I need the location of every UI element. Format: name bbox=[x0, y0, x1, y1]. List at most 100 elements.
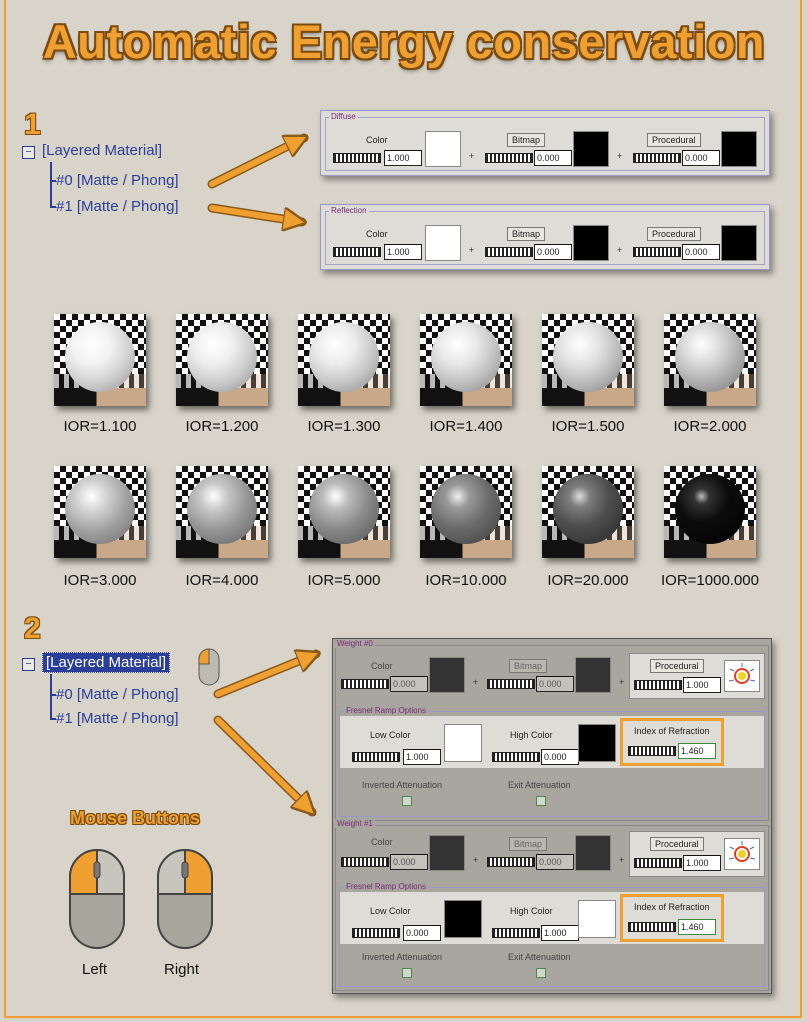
color-amount-field[interactable]: 1.000 bbox=[384, 244, 422, 260]
high-color-spinner[interactable] bbox=[492, 752, 540, 762]
procedural-button[interactable]: Procedural bbox=[647, 133, 701, 147]
tree-item-layer-1[interactable]: #1 [Matte / Phong] bbox=[56, 198, 179, 215]
low-color-swatch[interactable] bbox=[444, 900, 482, 938]
color-swatch[interactable] bbox=[425, 131, 461, 167]
ior-caption: IOR=5.000 bbox=[307, 572, 381, 589]
collapse-icon[interactable]: − bbox=[22, 146, 35, 159]
procedural-spinner[interactable] bbox=[633, 247, 681, 257]
ior-field[interactable]: 1.460 bbox=[678, 743, 716, 759]
tree-line bbox=[50, 206, 56, 208]
ior-caption: IOR=4.000 bbox=[185, 572, 259, 589]
plus-sign: + bbox=[617, 245, 623, 255]
arrow-to-diffuse bbox=[209, 138, 304, 187]
bitmap-swatch[interactable] bbox=[573, 225, 609, 261]
low-color-label: Low Color bbox=[370, 730, 411, 740]
render-thumbnail bbox=[664, 314, 756, 406]
plus-sign: + bbox=[469, 151, 475, 161]
fresnel-group-label: Fresnel Ramp Options bbox=[344, 882, 429, 891]
low-color-swatch[interactable] bbox=[444, 724, 482, 762]
exit-attenuation-checkbox[interactable] bbox=[536, 968, 546, 978]
color-amount-field[interactable]: 1.000 bbox=[384, 150, 422, 166]
procedural-slot: Procedural 1.000 bbox=[629, 653, 765, 699]
inverted-attenuation-checkbox[interactable] bbox=[402, 796, 412, 806]
ior-field[interactable]: 1.460 bbox=[678, 919, 716, 935]
render-thumbnail bbox=[176, 314, 268, 406]
procedural-amount-field[interactable]: 0.000 bbox=[682, 150, 720, 166]
bitmap-swatch[interactable] bbox=[575, 835, 611, 871]
bitmap-amount-field[interactable]: 0.000 bbox=[536, 676, 574, 692]
bitmap-swatch[interactable] bbox=[573, 131, 609, 167]
procedural-amount-field[interactable]: 1.000 bbox=[683, 677, 721, 693]
color-spinner[interactable] bbox=[333, 153, 381, 163]
bitmap-amount-field[interactable]: 0.000 bbox=[536, 854, 574, 870]
low-color-spinner[interactable] bbox=[352, 928, 400, 938]
render-thumbnail bbox=[54, 466, 146, 558]
fresnel-ramp-options: Fresnel Ramp Options Low Color 1.000 Hig… bbox=[339, 706, 765, 817]
plus-sign: + bbox=[473, 855, 479, 865]
high-color-spinner[interactable] bbox=[492, 928, 540, 938]
low-color-amount-field[interactable]: 1.000 bbox=[403, 749, 441, 765]
render-thumbnail bbox=[176, 466, 268, 558]
procedural-swatch[interactable] bbox=[721, 225, 757, 261]
bitmap-button[interactable]: Bitmap bbox=[507, 227, 546, 241]
bitmap-spinner[interactable] bbox=[487, 857, 535, 867]
fresnel-ramp-icon[interactable] bbox=[724, 838, 760, 870]
procedural-spinner[interactable] bbox=[633, 153, 681, 163]
color-spinner[interactable] bbox=[341, 857, 389, 867]
high-color-amount-field[interactable]: 1.000 bbox=[541, 925, 579, 941]
bitmap-button[interactable]: Bitmap bbox=[507, 133, 546, 147]
render-thumbnail bbox=[54, 314, 146, 406]
tree-item-layer-1[interactable]: #1 [Matte / Phong] bbox=[56, 710, 179, 727]
bitmap-spinner[interactable] bbox=[485, 153, 533, 163]
bitmap-spinner[interactable] bbox=[487, 679, 535, 689]
color-swatch[interactable] bbox=[429, 835, 465, 871]
bitmap-swatch[interactable] bbox=[575, 657, 611, 693]
reflection-panel: Reflection Color 1.000 + Bitmap 0.000 + … bbox=[320, 204, 770, 270]
procedural-button[interactable]: Procedural bbox=[650, 659, 704, 673]
inverted-attenuation-checkbox[interactable] bbox=[402, 968, 412, 978]
bitmap-amount-field[interactable]: 0.000 bbox=[534, 150, 572, 166]
procedural-amount-field[interactable]: 1.000 bbox=[683, 855, 721, 871]
procedural-button[interactable]: Procedural bbox=[647, 227, 701, 241]
ior-spinner[interactable] bbox=[628, 746, 676, 756]
exit-attenuation-checkbox[interactable] bbox=[536, 796, 546, 806]
low-color-spinner[interactable] bbox=[352, 752, 400, 762]
bitmap-button[interactable]: Bitmap bbox=[509, 659, 548, 673]
procedural-button[interactable]: Procedural bbox=[650, 837, 704, 851]
color-spinner[interactable] bbox=[341, 679, 389, 689]
collapse-icon[interactable]: − bbox=[22, 658, 35, 671]
fresnel-ramp-icon[interactable] bbox=[724, 660, 760, 692]
bitmap-spinner[interactable] bbox=[485, 247, 533, 257]
high-color-swatch[interactable] bbox=[578, 724, 616, 762]
color-label: Color bbox=[366, 135, 388, 145]
tree-root-layered-material[interactable]: [Layered Material] bbox=[42, 142, 163, 159]
color-amount-field[interactable]: 0.000 bbox=[390, 854, 428, 870]
high-color-swatch[interactable] bbox=[578, 900, 616, 938]
layer-weights-panel: Weight #0 Color 0.000 + Bitmap 0.000 + P… bbox=[332, 638, 772, 994]
tree-item-layer-0[interactable]: #0 [Matte / Phong] bbox=[56, 172, 179, 189]
mouse-buttons-title: Mouse Buttons bbox=[70, 808, 200, 828]
color-swatch[interactable] bbox=[425, 225, 461, 261]
ior-spinner[interactable] bbox=[628, 922, 676, 932]
ior-caption: IOR=20.000 bbox=[547, 572, 629, 589]
ior-caption: IOR=1.300 bbox=[307, 418, 381, 435]
diffuse-group-label: Diffuse bbox=[329, 112, 358, 121]
ior-caption: IOR=3.000 bbox=[63, 572, 137, 589]
plus-sign: + bbox=[617, 151, 623, 161]
procedural-swatch[interactable] bbox=[721, 131, 757, 167]
tree-root-layered-material[interactable]: [Layered Material] bbox=[42, 652, 171, 673]
color-spinner[interactable] bbox=[333, 247, 381, 257]
color-swatch[interactable] bbox=[429, 657, 465, 693]
low-color-amount-field[interactable]: 0.000 bbox=[403, 925, 441, 941]
procedural-spinner[interactable] bbox=[634, 680, 682, 690]
procedural-amount-field[interactable]: 0.000 bbox=[682, 244, 720, 260]
inverted-attenuation-label: Inverted Attenuation bbox=[362, 780, 443, 790]
bitmap-button[interactable]: Bitmap bbox=[509, 837, 548, 851]
tree-item-layer-0[interactable]: #0 [Matte / Phong] bbox=[56, 686, 179, 703]
color-amount-field[interactable]: 0.000 bbox=[390, 676, 428, 692]
bitmap-amount-field[interactable]: 0.000 bbox=[534, 244, 572, 260]
ior-caption: IOR=1.400 bbox=[429, 418, 503, 435]
procedural-spinner[interactable] bbox=[634, 858, 682, 868]
page-border bbox=[4, 0, 802, 1018]
